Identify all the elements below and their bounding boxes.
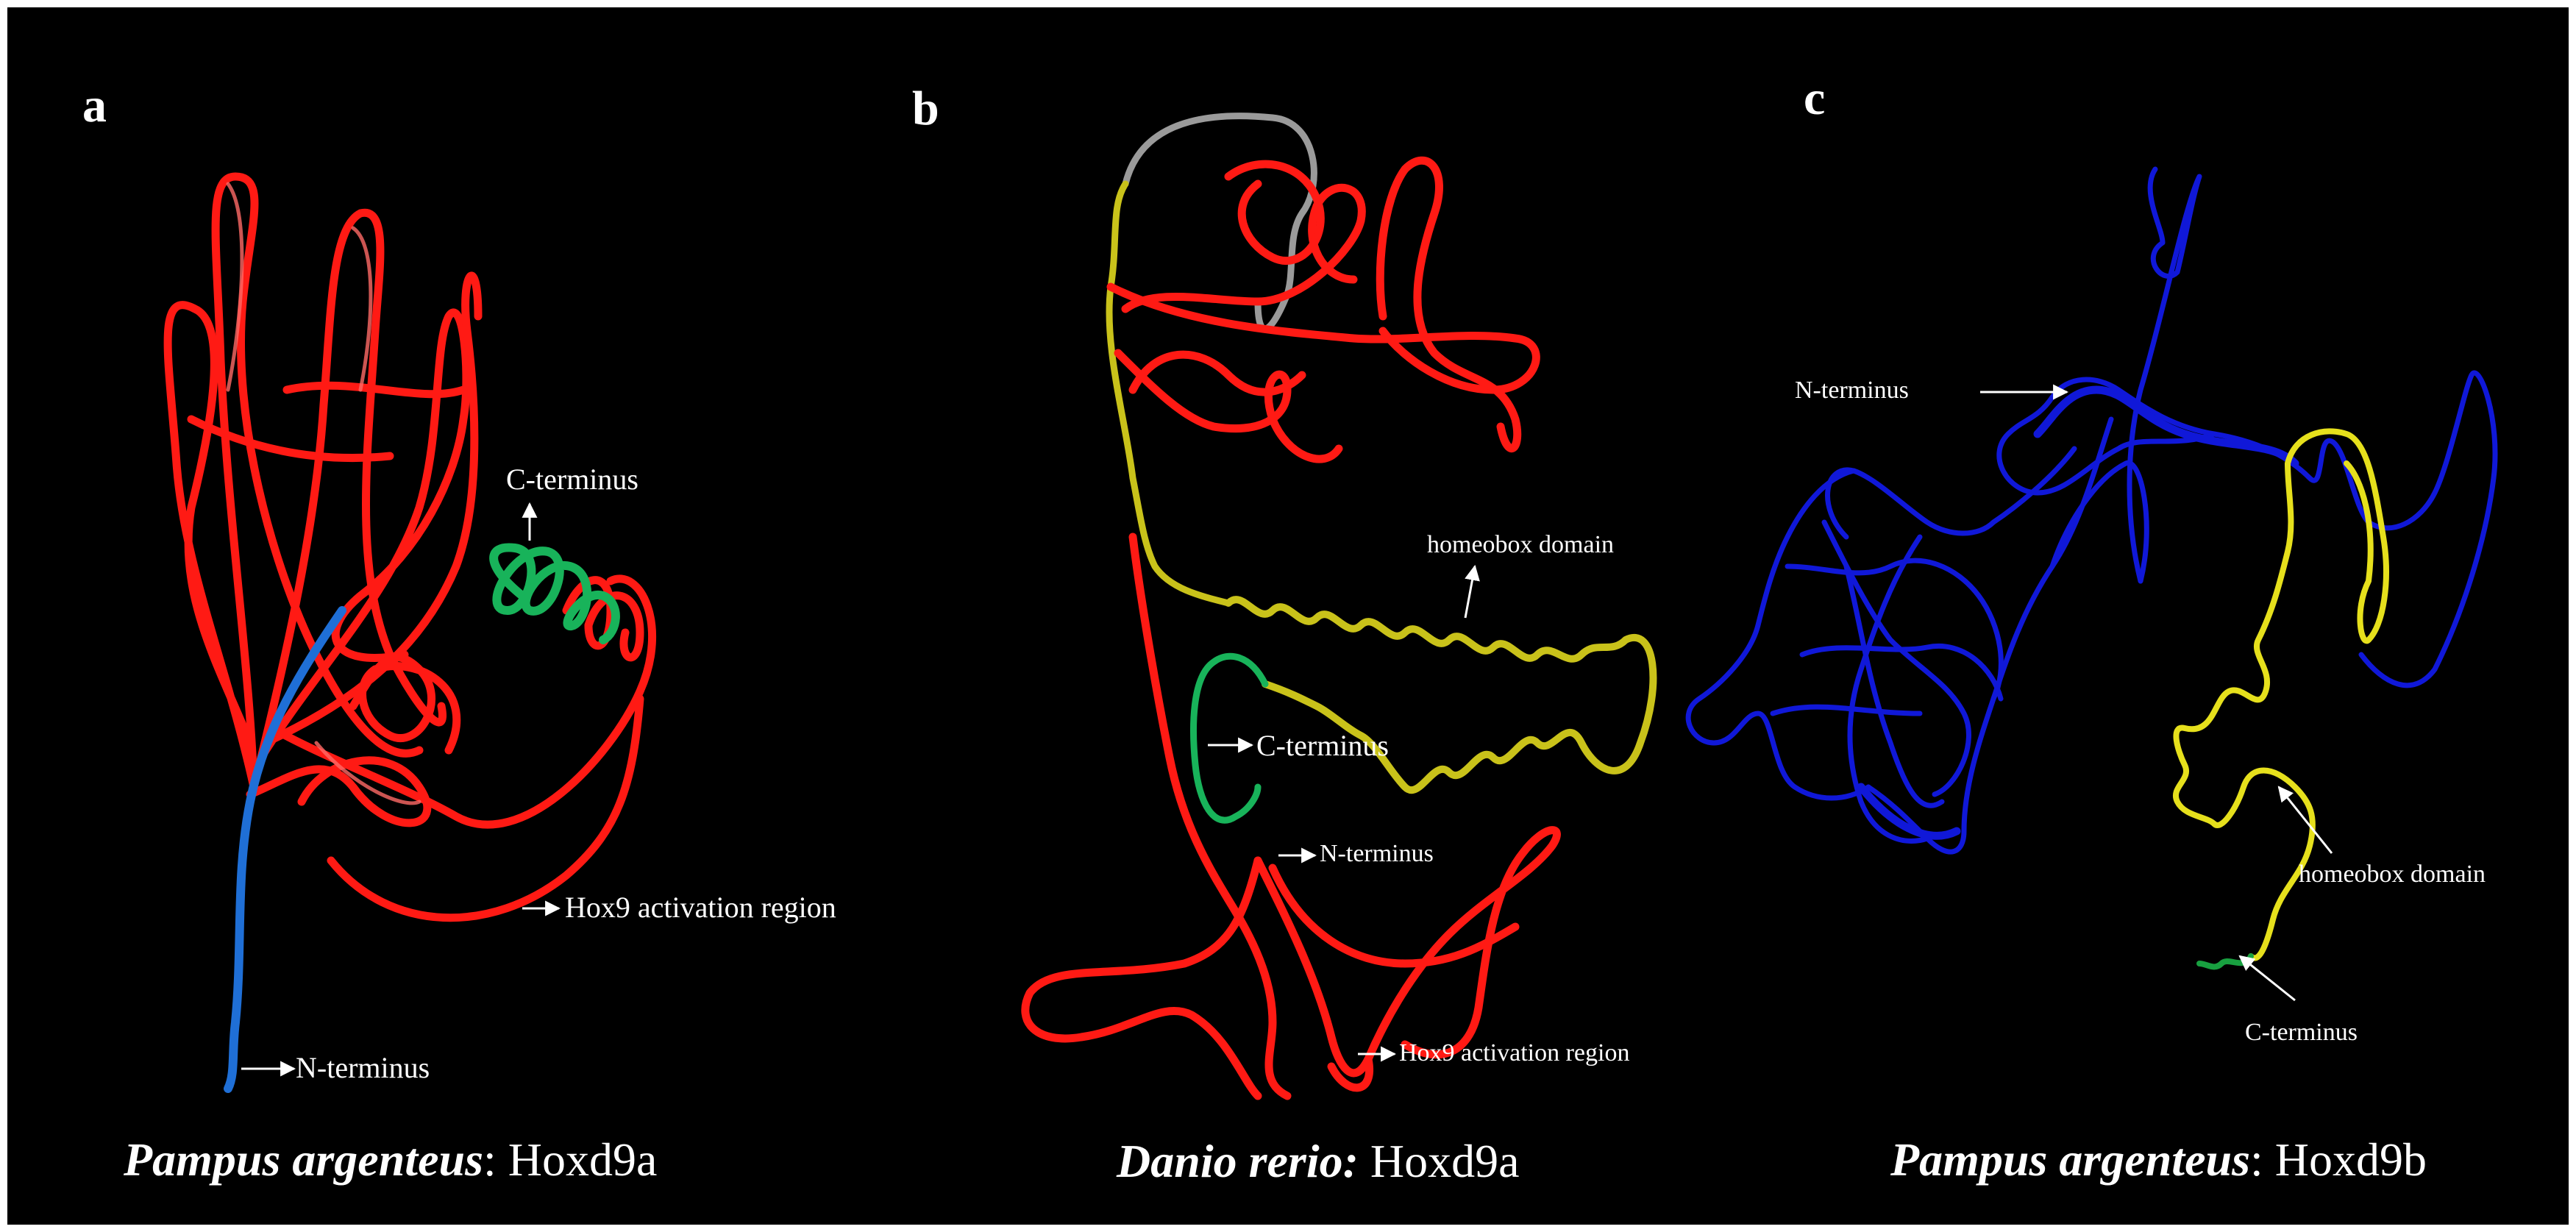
hoxd9a-a-ribbon-6 [349, 653, 461, 755]
hoxd9b-ribbon-7 [1685, 468, 1871, 801]
c-terminal-segment-a [489, 543, 620, 644]
label-c-c-terminus: C-terminus [2245, 1019, 2358, 1046]
hoxd9b-ribbon-2 [2049, 370, 2498, 688]
panel-a-structure [163, 172, 657, 1093]
hoxd9b-ribbon-5 [1865, 416, 2114, 855]
hoxd9b-ribbon-12 [2049, 460, 2149, 584]
hoxd9a-a-ribbon-8 [268, 574, 657, 829]
label-a-n-terminus: N-terminus [296, 1051, 430, 1084]
caption-c-protein: : Hoxd9b [2249, 1133, 2427, 1186]
hoxd9a-a-ribbon-1 [163, 301, 258, 791]
caption-b-species: Danio rerio: [1117, 1135, 1359, 1187]
hoxd9b-ribbon-1 [2127, 166, 2202, 584]
hoxd9b-ribbon-10 [1770, 644, 2004, 716]
hoxd9a-b-ribbon-2 [1376, 156, 1522, 452]
caption-a: Pampus argenteus: Hoxd9a [124, 1133, 657, 1187]
hoxd9a-a-ribbon-7 [246, 756, 432, 827]
caption-a-protein: : Hoxd9a [483, 1133, 658, 1186]
figure-frame: a b c C-terminus Hox9 activation region … [7, 7, 2569, 1225]
label-b-activation: Hox9 activation region [1399, 1039, 1630, 1067]
label-a-activation: Hox9 activation region [565, 891, 836, 924]
hoxd9b-ribbon-bold-2 [1857, 783, 1961, 840]
hoxd9b-ribbon-3 [1996, 394, 2217, 496]
protein-structures [163, 113, 2498, 1100]
label-a-c-terminus: C-terminus [506, 463, 638, 496]
hoxd9a-a-ribbon-10 [187, 381, 468, 463]
hoxd9a-b-ribbon-1 [1106, 282, 1540, 394]
n-terminal-segment-a [224, 606, 346, 1093]
hoxd9a-b-ribbon-8 [1021, 856, 1262, 1100]
caption-a-species: Pampus argenteus [124, 1133, 483, 1186]
hoxd9a-b-ribbon-11 [1327, 1055, 1373, 1092]
homeobox-helix-b [1225, 596, 1657, 794]
annotation-arrows [241, 384, 2333, 1077]
hoxd9b-ribbon-9 [1785, 558, 2004, 702]
panel-c-structure [1685, 166, 2498, 970]
homeobox-helix-c [2173, 428, 2389, 961]
panel-letter-c: c [1804, 71, 1826, 125]
panel-letter-a: a [82, 79, 107, 132]
hoxd9b-ribbon-8 [1821, 519, 1971, 797]
caption-c: Pampus argenteus: Hoxd9b [1890, 1133, 2427, 1187]
hoxd9a-b-ribbon-4 [1224, 160, 1325, 265]
label-c-homeobox: homeobox domain [2299, 861, 2486, 888]
panel-b-structure [1021, 113, 1657, 1100]
hoxd9a-b-ribbon-7 [1128, 533, 1292, 1100]
hoxd9a-a-ribbon-3 [253, 208, 446, 777]
label-b-c-terminus: C-terminus [1256, 729, 1389, 762]
hoxd9a-a-ribbon-11 [562, 576, 644, 662]
label-c-n-terminus: N-terminus [1795, 377, 1909, 404]
label-b-n-terminus: N-terminus [1320, 840, 1434, 867]
caption-b-protein: Hoxd9a [1358, 1135, 1520, 1187]
hoxd9a-b-ribbon-3 [1121, 183, 1366, 313]
arrow-b-homeobox [1464, 564, 1480, 619]
arrow-c-homeobox [2277, 786, 2333, 854]
c-terminal-segment-b [1190, 652, 1269, 824]
hoxd9a-a-ribbon-4 [257, 308, 471, 762]
caption-c-species: Pampus argenteus [1890, 1133, 2250, 1186]
hoxd9b-ribbon-6 [1847, 534, 1930, 844]
panel-letter-b: b [912, 82, 939, 135]
arrow-c-c-terminus [2238, 955, 2296, 1002]
hoxd9b-ribbon-bold-1 [2033, 385, 2299, 468]
hoxd9a-b-ribbon-9 [1253, 826, 1561, 1078]
hoxd9a-b-ribbon-6 [1128, 350, 1306, 396]
label-b-homeobox: homeobox domain [1427, 531, 1615, 558]
hoxd9a-a-ribbon-9 [327, 694, 644, 922]
caption-b: Danio rerio: Hoxd9a [1117, 1134, 1520, 1189]
hoxd9b-ribbon-11 [1843, 563, 1945, 808]
homeobox-helix-link-b [1106, 180, 1232, 607]
hoxd9a-b-ribbon-10 [1268, 864, 1520, 968]
